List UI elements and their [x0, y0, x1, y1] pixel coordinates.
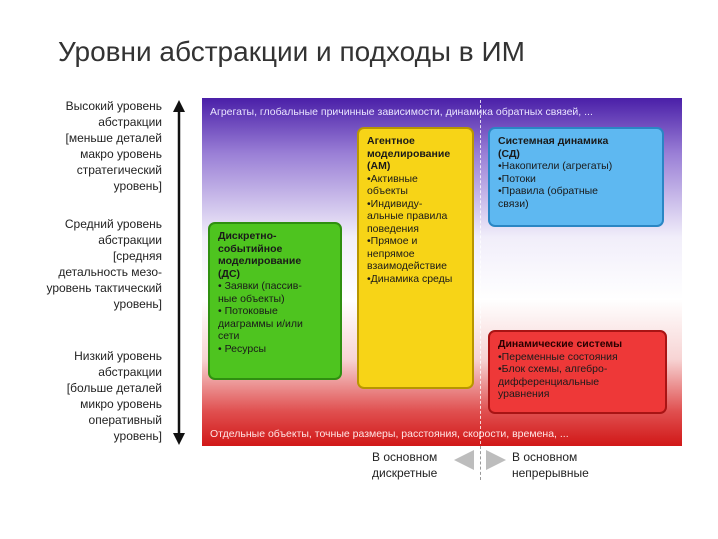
discrete-continuous-arrows-icon: [454, 450, 506, 470]
top-strip-text: Агрегаты, глобальные причинные зависимос…: [210, 106, 593, 118]
level-mid-label: Средний уровень абстракции [средняя дета…: [46, 217, 162, 311]
level-low-label: Низкий уровень абстракции [больше детале…: [66, 349, 162, 443]
abstraction-axis-arrow-icon: [173, 100, 185, 445]
panel-divider: [480, 100, 481, 444]
box-dynamic-systems: Динамические системы •Переменные состоян…: [488, 330, 667, 414]
level-high-label: Высокий уровень абстракции [меньше детал…: [65, 99, 162, 193]
bottom-strip-text: Отдельные объекты, точные размеры, расст…: [210, 428, 569, 440]
bottom-divider: [480, 446, 481, 480]
box-discrete-event: Дискретно- событийное моделирование (ДС)…: [208, 222, 342, 380]
slide-title: Уровни абстракции и подходы в ИМ: [58, 36, 525, 67]
mostly-continuous-label: В основном непрерывные: [512, 450, 589, 480]
box-system-dynamics: Системная динамика (СД) •Накопители (агр…: [488, 127, 664, 227]
box-agent-based: Агентное моделирование (АМ) •Активные об…: [357, 127, 474, 389]
mostly-discrete-label: В основном дискретные: [372, 450, 438, 480]
